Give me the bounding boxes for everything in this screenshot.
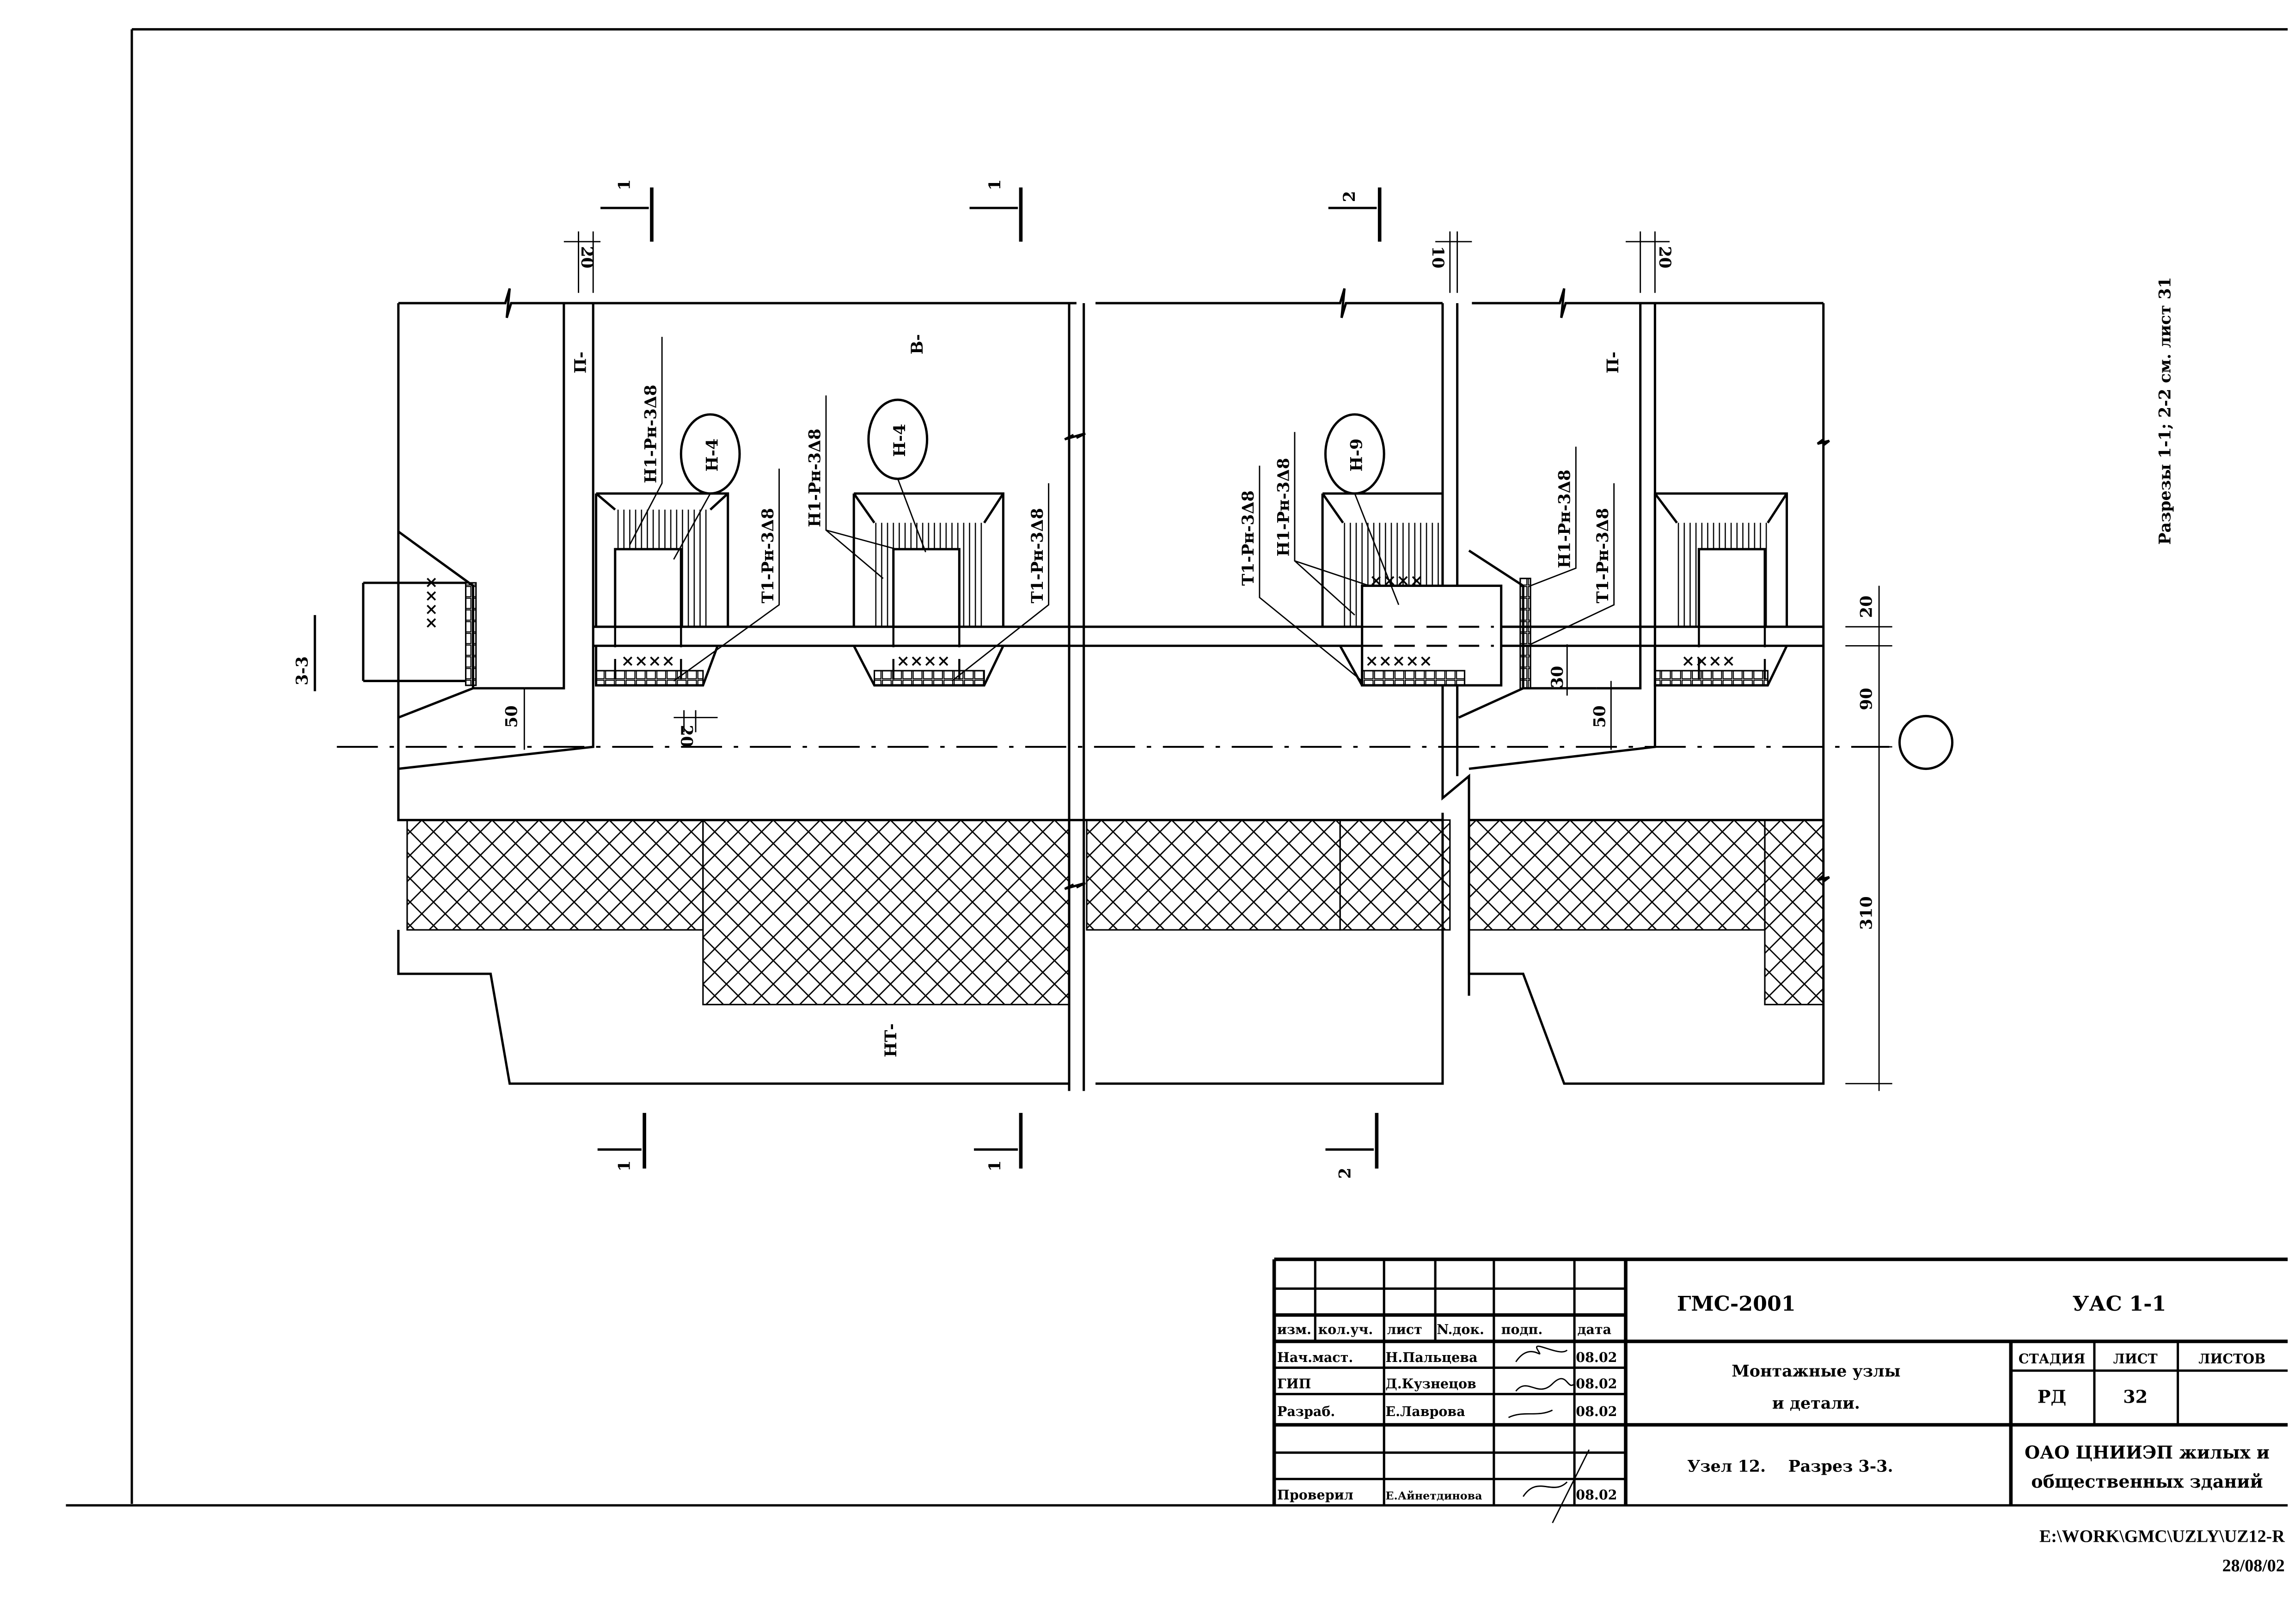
hdr-izm: изм. — [1277, 1322, 1311, 1337]
sheet-title: Узел 12. Разрез 3-3. — [1687, 1457, 1893, 1476]
svg-text:Н1-Рн-3Δ8: Н1-Рн-3Δ8 — [1555, 470, 1574, 568]
svg-text:20: 20 — [1655, 246, 1674, 269]
svg-text:Н1-Рн-3Δ8: Н1-Рн-3Δ8 — [805, 428, 824, 527]
row-date: 08.02 — [1576, 1404, 1617, 1419]
svg-text:Н-4: Н-4 — [703, 439, 722, 472]
org-line2: общественных зданий — [2031, 1471, 2263, 1492]
weld-labels: Н1-Рн-3Δ8 Т1-Рн-3Δ8 Н1-Рн-3Δ8 Т1-Рн-3Δ8 … — [629, 336, 1615, 682]
svg-text:Т1-Рн-3Δ8: Т1-Рн-3Δ8 — [1028, 508, 1047, 603]
svg-text:10: 10 — [1428, 246, 1447, 269]
file-path: E:\WORK\GMC\UZLY\UZ12-R — [2039, 1526, 2285, 1546]
svg-text:××××: ×××× — [1681, 652, 1735, 671]
row-role: Нач.маст. — [1277, 1349, 1353, 1365]
svg-text:2: 2 — [1340, 191, 1359, 202]
svg-text:Н-9: Н-9 — [1347, 439, 1366, 472]
label-v: В- — [908, 334, 927, 354]
hdr-kolvo: кол.уч. — [1318, 1322, 1373, 1337]
sheet-header: ЛИСТ — [2113, 1351, 2158, 1367]
svg-text:×××××: ××××× — [1365, 652, 1432, 671]
svg-text:1: 1 — [615, 179, 634, 190]
row-role: Проверил — [1277, 1487, 1353, 1503]
sheet-value: 32 — [2123, 1386, 2148, 1407]
window-block-4: ×××× — [1653, 492, 1788, 687]
stage-header: СТАДИЯ — [2019, 1351, 2086, 1367]
hdr-date: дата — [1577, 1322, 1611, 1337]
svg-text:310: 310 — [1857, 896, 1876, 930]
hdr-list: лист — [1387, 1322, 1422, 1337]
sheets-header: ЛИСТОВ — [2198, 1351, 2265, 1367]
callout-n4-b: Н-4 — [867, 398, 929, 553]
project-code: ГМС-2001 — [1677, 1292, 1796, 1316]
label-p-left: П- — [571, 352, 590, 373]
row-name: Е.Айнетдинова — [1385, 1490, 1482, 1502]
row-date: 08.02 — [1576, 1349, 1617, 1365]
dimensions: 20 10 20 20 50 30 50 20 90 310 — [502, 231, 1954, 1091]
sheet-frame — [66, 28, 2288, 1507]
svg-text:Н1-Рн-3Δ8: Н1-Рн-3Δ8 — [1274, 458, 1293, 556]
window-block-3: ××××× ×××× — [1321, 492, 1531, 689]
balcony-stub: ×××× — [362, 576, 477, 686]
svg-text:90: 90 — [1857, 688, 1876, 710]
axis-marker — [1898, 714, 1954, 770]
section-title: 3-3 — [293, 656, 312, 685]
svg-text:20: 20 — [677, 725, 696, 747]
stage-value: РД — [2038, 1386, 2066, 1407]
svg-text:1: 1 — [985, 1160, 1004, 1172]
window-block-2: ×××× — [852, 492, 1004, 687]
insulation-hatch — [406, 819, 1824, 1006]
row-date: 08.02 — [1576, 1487, 1617, 1503]
label-p-right: П- — [1603, 352, 1622, 373]
org-line1: ОАО ЦНИИЭП жилых и — [2025, 1442, 2270, 1463]
hdr-sign: подп. — [1501, 1322, 1543, 1337]
svg-text:1: 1 — [985, 179, 1004, 190]
side-note: Разрезы 1-1; 2-2 см. лист 31 — [2156, 277, 2175, 544]
title-line1: Монтажные узлы — [1732, 1361, 1900, 1380]
svg-text:××××: ×××× — [896, 652, 950, 671]
svg-text:30: 30 — [1548, 666, 1567, 689]
doc-code: УАС 1-1 — [2072, 1292, 2166, 1316]
label-nt: НТ- — [881, 1023, 900, 1057]
svg-text:Н-4: Н-4 — [890, 424, 909, 457]
svg-text:20: 20 — [577, 246, 596, 269]
title-line2: и детали. — [1772, 1394, 1860, 1413]
wall-panels — [337, 288, 1890, 1091]
signatures — [1508, 1345, 1590, 1523]
file-date: 28/08/02 — [2222, 1556, 2285, 1575]
callout-n4-a: Н-4 — [673, 413, 741, 560]
callout-n9: Н-9 — [1324, 413, 1400, 605]
row-name: Н.Пальцева — [1385, 1349, 1477, 1365]
cut-marks-bottom: 1 1 2 — [597, 1113, 1379, 1179]
row-role: ГИП — [1277, 1376, 1311, 1392]
row-role: Разраб. — [1277, 1404, 1335, 1419]
row-name: Е.Лаврова — [1385, 1404, 1465, 1419]
svg-text:50: 50 — [502, 705, 521, 728]
row-name: Д.Кузнецов — [1385, 1376, 1476, 1392]
window-block-1: ×××× — [595, 492, 729, 687]
svg-text:××××: ×××× — [621, 652, 675, 671]
hdr-ndoc: N.док. — [1437, 1322, 1484, 1337]
svg-text:20: 20 — [1857, 596, 1876, 618]
svg-text:Т1-Рн-3Δ8: Т1-Рн-3Δ8 — [759, 508, 777, 603]
row-date: 08.02 — [1576, 1376, 1617, 1392]
cut-marks-top: 1 1 2 — [600, 179, 1382, 242]
svg-text:Т1-Рн-3Δ8: Т1-Рн-3Δ8 — [1239, 490, 1258, 586]
svg-text:××××: ×××× — [1370, 571, 1424, 590]
title-block: изм. кол.уч. лист N.док. подп. дата Нач.… — [1272, 1258, 2288, 1523]
svg-text:××××: ×××× — [422, 576, 441, 630]
svg-text:2: 2 — [1335, 1167, 1354, 1178]
svg-text:Н1-Рн-3Δ8: Н1-Рн-3Δ8 — [641, 385, 660, 483]
svg-text:50: 50 — [1591, 705, 1610, 728]
svg-text:Т1-Рн-3Δ8: Т1-Рн-3Δ8 — [1593, 508, 1612, 603]
svg-text:1: 1 — [615, 1160, 634, 1172]
